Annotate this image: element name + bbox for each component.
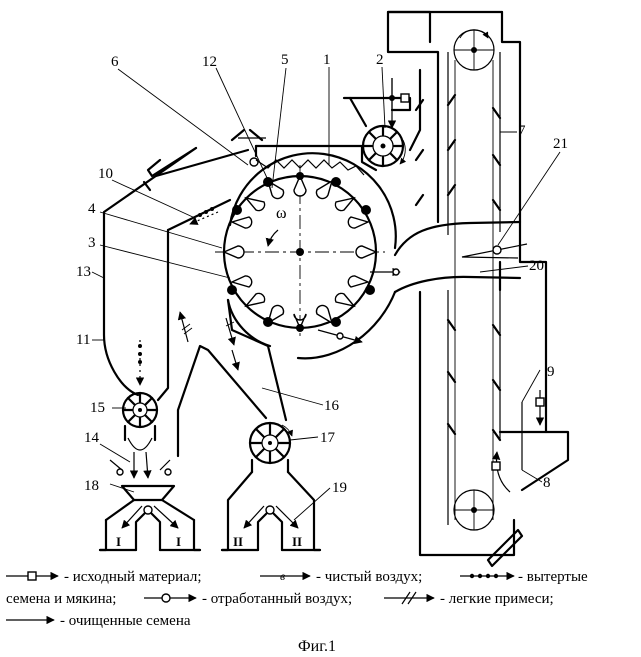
top-cover bbox=[232, 130, 376, 175]
callout-12: 12 bbox=[202, 54, 217, 70]
callout-14: 14 bbox=[84, 430, 100, 446]
legend: - исходный материал; в - чистый воздух; … bbox=[6, 569, 588, 629]
callout-7: 7 bbox=[518, 123, 526, 139]
callout-13: 13 bbox=[76, 264, 91, 280]
top-pulley bbox=[454, 30, 494, 70]
callout-11: 11 bbox=[76, 332, 90, 348]
bin-label-2a: II bbox=[233, 534, 243, 549]
bin-label-1b: I bbox=[176, 534, 181, 549]
elevator-drive bbox=[488, 530, 522, 566]
callout-20: 20 bbox=[529, 258, 544, 274]
legend-symbol-clean-air: в bbox=[260, 569, 310, 583]
figure-caption: Фиг.1 bbox=[298, 638, 336, 655]
legend-text-source-material: - исходный материал; bbox=[64, 569, 202, 585]
channel-outer bbox=[104, 148, 196, 395]
legend-symbol-light-impurities bbox=[384, 592, 434, 604]
inlet-hopper bbox=[492, 390, 568, 492]
callout-15: 15 bbox=[90, 400, 105, 416]
callout-6: 6 bbox=[111, 54, 119, 70]
callout-1: 1 bbox=[323, 52, 331, 68]
distributor-19: II II bbox=[222, 472, 320, 550]
legend-text-cleaned-seeds: - очищенные семена bbox=[60, 613, 191, 629]
legend-symbol-source-material bbox=[6, 572, 58, 580]
airlock-15 bbox=[123, 393, 157, 450]
legend-symbol-rubbed-seeds bbox=[460, 574, 514, 578]
rotor-omega: ω bbox=[276, 205, 287, 222]
elevator-casing-left bbox=[388, 12, 438, 222]
elevator-buckets bbox=[416, 95, 500, 440]
callout-21: 21 bbox=[553, 136, 568, 152]
legend-symbol-exhaust-air bbox=[144, 594, 196, 602]
callout-2: 2 bbox=[376, 52, 384, 68]
callout-17: 17 bbox=[320, 430, 336, 446]
callout-3: 3 bbox=[88, 235, 96, 251]
distributor-18: I I bbox=[100, 452, 200, 550]
elevator bbox=[388, 12, 546, 566]
callouts: 1 2 3 4 5 6 7 8 9 10 11 12 13 14 15 16 1… bbox=[76, 52, 568, 496]
legend-text-rubbed-seeds: - вытертые bbox=[518, 569, 588, 585]
callout-8: 8 bbox=[543, 475, 551, 491]
bin-label-2b: II bbox=[292, 534, 302, 549]
discharge-pipe bbox=[395, 222, 527, 292]
bottom-pulley bbox=[454, 490, 494, 530]
feed-roller bbox=[363, 126, 405, 166]
bin-label-1a: I bbox=[116, 534, 121, 549]
callout-18: 18 bbox=[84, 478, 99, 494]
leader-lines bbox=[92, 67, 560, 520]
v-icon: в bbox=[280, 569, 285, 583]
callout-4: 4 bbox=[88, 201, 96, 217]
legend-text-light-impurities: - легкие примеси; bbox=[440, 591, 554, 607]
legend-text-clean-air: - чистый воздух; bbox=[316, 569, 422, 585]
legend-text-exhaust-air: - отработанный воздух; bbox=[202, 591, 352, 607]
callout-16: 16 bbox=[324, 398, 340, 414]
callout-10: 10 bbox=[98, 166, 113, 182]
callout-9: 9 bbox=[547, 364, 555, 380]
callout-19: 19 bbox=[332, 480, 347, 496]
callout-5: 5 bbox=[281, 52, 289, 68]
airlock-17 bbox=[250, 423, 292, 472]
legend-text-seeds-chaff: семена и мякина; bbox=[6, 591, 116, 607]
